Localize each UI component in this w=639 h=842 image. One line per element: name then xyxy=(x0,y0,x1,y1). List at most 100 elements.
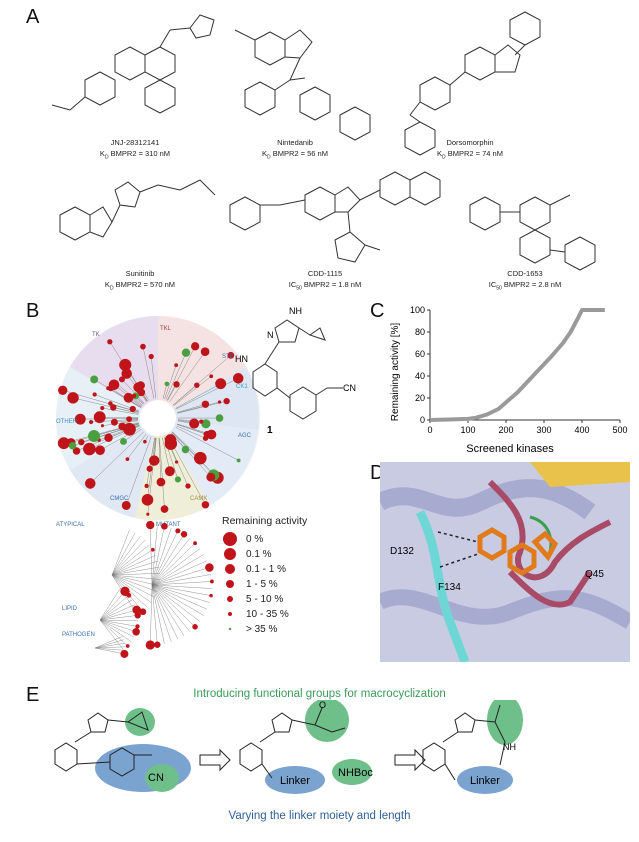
tree-dot xyxy=(146,512,150,516)
compound-1-label: 1 xyxy=(267,425,273,436)
x-tick-label: 300 xyxy=(536,425,551,435)
tree-dot xyxy=(110,418,118,426)
e-linker-1: Linker xyxy=(280,775,310,787)
fan-branch xyxy=(111,549,153,576)
tree-dot xyxy=(160,505,169,513)
fan-dot xyxy=(146,520,155,530)
nh-text: NH xyxy=(289,306,302,316)
tree-dot xyxy=(95,445,105,456)
fan-branch xyxy=(111,574,155,598)
legend-dot xyxy=(228,612,232,616)
tree-dot xyxy=(236,458,241,463)
tree-dot xyxy=(123,422,136,436)
x-tick-label: 100 xyxy=(460,425,475,435)
tree-dot xyxy=(125,457,130,462)
legend-label: 0 % xyxy=(246,533,264,545)
legend-dot xyxy=(223,532,237,546)
group-label-cmgc: CMGC xyxy=(110,496,129,502)
legend-label: > 35 % xyxy=(246,623,278,635)
tree-branch xyxy=(175,383,221,409)
tree-branch xyxy=(172,355,231,406)
legend-label: 1 - 5 % xyxy=(246,578,278,590)
fan-branch xyxy=(151,584,212,596)
fan-branch xyxy=(99,591,126,621)
fan-branch xyxy=(99,609,137,621)
tree-branch xyxy=(150,356,157,399)
fan-branch xyxy=(99,599,133,621)
tree-branch xyxy=(173,376,212,406)
tree-branch xyxy=(175,378,239,410)
fan-branch xyxy=(111,544,150,576)
fan-dot xyxy=(139,608,147,616)
tree-dot xyxy=(141,494,154,506)
tree-dot xyxy=(119,358,132,371)
tree-dot xyxy=(67,392,79,404)
fan-branch xyxy=(99,615,138,621)
tree-dot xyxy=(58,385,68,395)
fan-branch xyxy=(111,573,160,576)
fan-branch xyxy=(151,584,185,636)
fan-branch xyxy=(151,530,179,586)
e-cn-text: CN xyxy=(148,772,164,784)
fan-branch xyxy=(94,647,125,655)
legend-title: Remaining activity xyxy=(222,515,308,527)
fan-branch xyxy=(151,534,185,586)
e-nhboc-text: NHBoc xyxy=(338,767,373,779)
tree-dot xyxy=(174,460,179,464)
fan-branch xyxy=(111,555,156,576)
fan-dot xyxy=(126,592,132,598)
fan-branch xyxy=(151,584,207,610)
tree-branch xyxy=(127,433,147,460)
group-label-camk: CAMK xyxy=(190,496,207,502)
fan-dot xyxy=(132,605,141,615)
tree-dot xyxy=(129,405,136,413)
legend-label: 10 - 35 % xyxy=(246,608,289,620)
fan-branch xyxy=(150,525,153,586)
panel-label-a: A xyxy=(26,6,40,28)
legend-item: > 35 % xyxy=(222,622,277,636)
series-line xyxy=(429,308,605,422)
legend-dot xyxy=(227,596,233,602)
tree-dot xyxy=(74,413,86,425)
tree-dot xyxy=(68,442,77,450)
fan-branch xyxy=(151,584,165,644)
tree-dot xyxy=(88,419,94,425)
y-tick-label: 0 xyxy=(420,415,425,425)
e-o-text: O xyxy=(319,700,326,710)
tree-branch xyxy=(113,407,139,414)
tree-branch xyxy=(102,407,139,415)
x-tick-label: 500 xyxy=(612,425,627,435)
tree-dot xyxy=(201,419,211,429)
fan-branch xyxy=(111,574,158,592)
group-label-atypical: ATYPICAL xyxy=(56,522,85,528)
panel-label-e: E xyxy=(26,684,40,706)
fan-dot xyxy=(154,641,161,648)
tree-dot xyxy=(174,476,181,483)
fan-branch xyxy=(151,554,204,586)
fan-dot xyxy=(192,624,198,630)
tree-dot xyxy=(146,465,153,472)
tree-branch xyxy=(162,437,171,472)
fan-branch xyxy=(94,643,125,649)
fan-branch xyxy=(99,619,128,647)
fan-branch xyxy=(151,574,212,586)
fan-branch xyxy=(94,636,123,649)
legend-dot xyxy=(224,548,236,560)
tree-dot xyxy=(194,382,200,388)
y-tick-label: 20 xyxy=(415,393,425,403)
residue-f134: F134 xyxy=(438,582,461,593)
fan-branch xyxy=(151,584,212,589)
fan-branch xyxy=(151,584,204,616)
group-label-ste: STE xyxy=(222,354,234,360)
tree-branch xyxy=(159,437,165,510)
tree-dot xyxy=(120,438,127,445)
tree-dot xyxy=(173,381,180,388)
tree-dot xyxy=(215,378,227,390)
tree-branch xyxy=(176,425,206,439)
tree-branch xyxy=(176,424,207,435)
fan-branch xyxy=(151,528,172,586)
group-label-lipid: LIPID xyxy=(62,606,78,612)
fan-branch xyxy=(151,584,172,642)
y-axis-label: Remaining activity [%] xyxy=(390,323,401,422)
fan-branch xyxy=(99,619,138,627)
